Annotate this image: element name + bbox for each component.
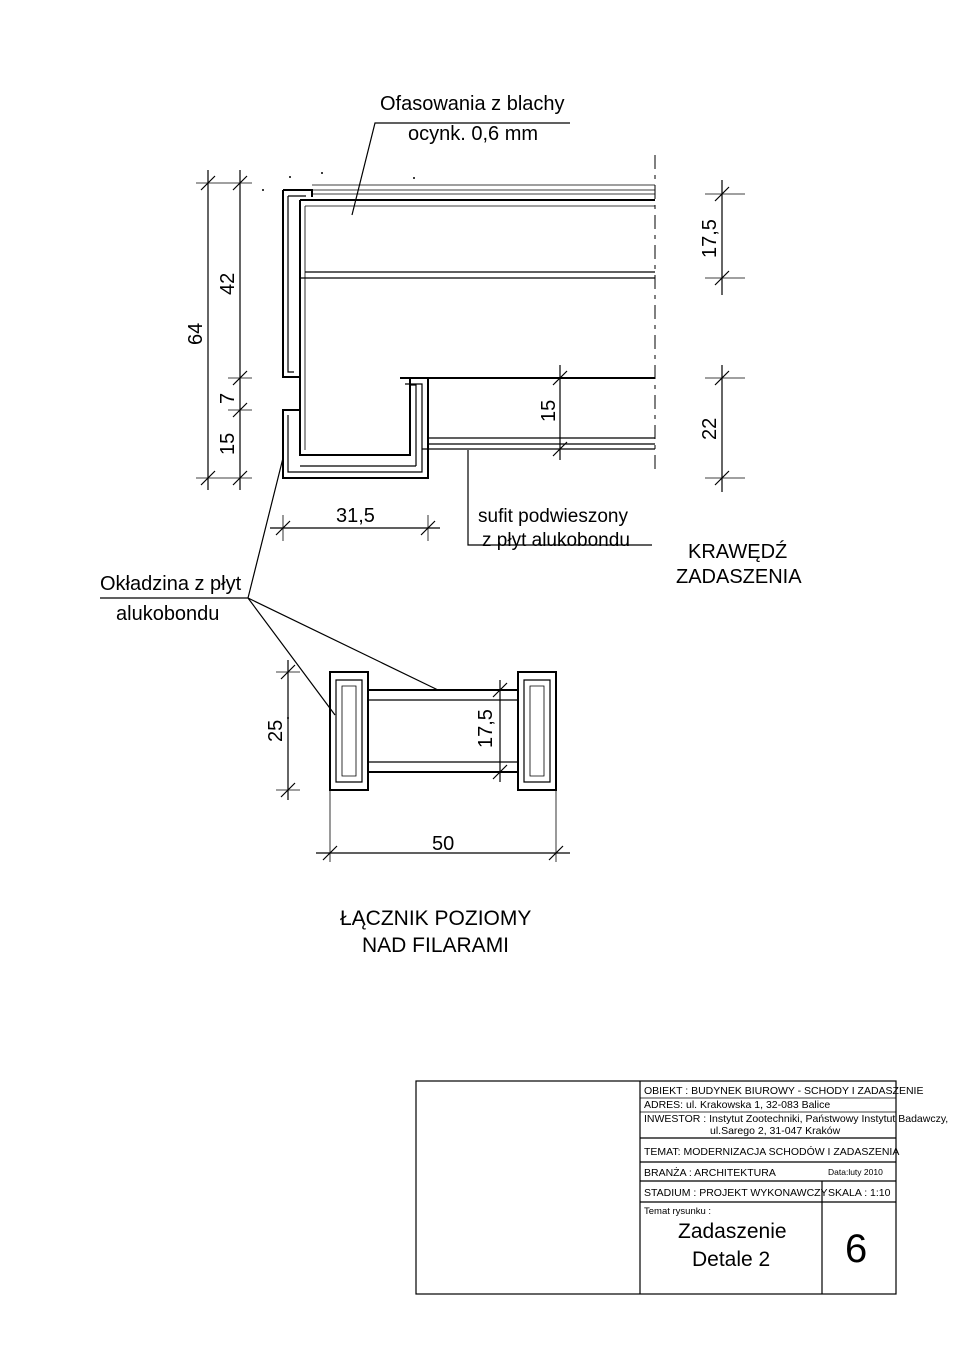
- tb-obiekt: OBIEKT : BUDYNEK BIUROWY - SCHODY I ZADA…: [644, 1085, 923, 1097]
- dim-15-left: 15: [217, 433, 239, 455]
- tb-skala-value: 1:10: [870, 1187, 891, 1199]
- tb-branza: BRANŻA : ARCHITEKTURA: [644, 1166, 776, 1179]
- dimension-50: [316, 845, 570, 861]
- dim-22: 22: [699, 418, 721, 440]
- dim-31-5: 31,5: [336, 505, 375, 527]
- dim-42: 42: [217, 273, 239, 295]
- edge-label-line1: KRAWĘDŹ: [688, 540, 787, 563]
- tb-temat: TEMAT: MODERNIZACJA SCHODÓW I ZADASZENIA: [644, 1145, 899, 1158]
- ceiling-leader-line: [467, 450, 652, 546]
- edge-label-line2: ZADASZENIA: [676, 566, 802, 588]
- dimension-25: [276, 660, 300, 800]
- connector-label-line1: ŁĄCZNIK POZIOMY: [340, 907, 531, 930]
- tb-temat-rysunku: Temat rysunku :: [644, 1206, 711, 1217]
- dim-7: 7: [217, 393, 239, 404]
- dim-50: 50: [432, 833, 454, 855]
- tb-inwestor-2: ul.Sarego 2, 31-047 Kraków: [710, 1125, 841, 1137]
- horizontal-dimension-31-5: [270, 515, 440, 541]
- ceiling-label-line2: z płyt alukobondu: [482, 530, 630, 551]
- right-dimension-chain: [705, 180, 745, 492]
- flashing-label-line2: ocynk. 0,6 mm: [408, 123, 538, 145]
- tb-skala-label: SKALA :: [828, 1187, 867, 1199]
- tb-drawing-title-1: Zadaszenie: [678, 1220, 787, 1243]
- cladding-label-line1: Okładzina z płyt: [100, 573, 242, 595]
- cladding-label-line2: alukobondu: [116, 603, 219, 625]
- tb-adres: ADRES: ul. Krakowska 1, 32-083 Balice: [644, 1099, 830, 1111]
- dim-64: 64: [185, 323, 207, 345]
- tb-data: Data:luty 2010: [828, 1167, 883, 1177]
- dim-17-5-top: 17,5: [699, 219, 721, 258]
- dim-25: 25: [265, 720, 287, 742]
- flashing-leader-line: [351, 122, 570, 216]
- dimension-17-5-lower: [488, 680, 512, 782]
- middle-dimension-15: [548, 365, 572, 460]
- flashing-label-line1: Ofasowania z blachy: [380, 93, 565, 115]
- tb-inwestor-1: INWESTOR : Instytut Zootechniki, Państwo…: [644, 1113, 948, 1125]
- canopy-edge-detail: [262, 155, 656, 479]
- tb-stadium: STADIUM : PROJEKT WYKONAWCZY: [644, 1187, 828, 1199]
- left-dimension-chain: [196, 170, 252, 490]
- title-block: [415, 1080, 897, 1295]
- dim-17-5-lower: 17,5: [475, 709, 497, 748]
- horizontal-connector-detail: [287, 671, 557, 862]
- cladding-leader-lines: [100, 457, 439, 716]
- tb-drawing-title-2: Detale 2: [692, 1248, 770, 1271]
- ceiling-label-line1: sufit podwieszony: [478, 506, 628, 527]
- tb-sheet-number: 6: [845, 1227, 867, 1271]
- dim-15-mid: 15: [538, 400, 560, 422]
- connector-label-line2: NAD FILARAMI: [362, 934, 509, 957]
